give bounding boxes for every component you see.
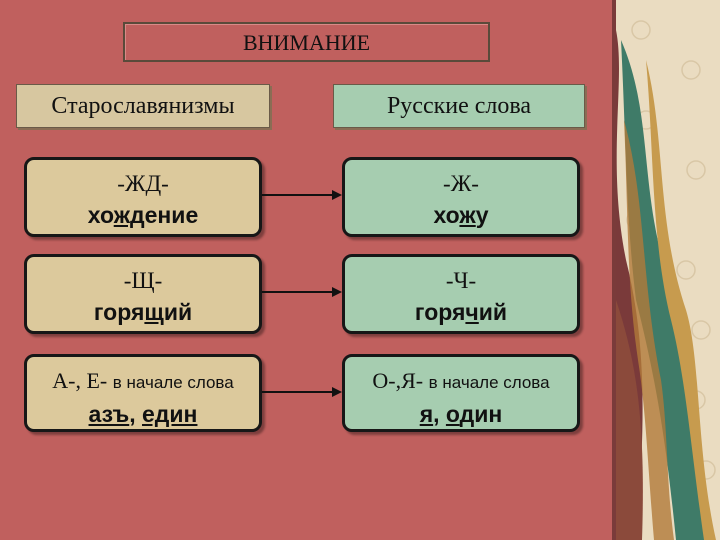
decorative-panel xyxy=(616,0,720,540)
header-russian-words: Русские слова xyxy=(333,84,585,128)
arrow-row-1 xyxy=(262,188,344,202)
highlighted-letters: ж xyxy=(459,202,475,228)
word-part: у xyxy=(476,202,489,228)
highlighted-letters: о xyxy=(446,401,460,427)
page-title: ВНИМАНИЕ xyxy=(123,22,490,62)
card-example: я, один xyxy=(345,401,577,427)
word-part: хо xyxy=(88,202,114,228)
separator: , xyxy=(129,401,142,427)
card-russian-zh: -Ж- хожу xyxy=(342,157,580,237)
header-old-slavonic: Старославянизмы xyxy=(16,84,270,128)
card-russian-ch: -Ч- горячий xyxy=(342,254,580,334)
card-old-slavonic-shch: -Щ- горящий xyxy=(24,254,262,334)
highlighted-letters: жд xyxy=(114,202,145,228)
card-rule: -Ч- xyxy=(345,257,577,293)
word-part: хо xyxy=(433,202,459,228)
highlighted-letters: ч xyxy=(465,299,478,325)
separator: , xyxy=(433,401,446,427)
card-old-slavonic-initial-vowels: А-, Е- в начале слова азъ, един xyxy=(24,354,262,432)
word-part: горя xyxy=(94,299,145,325)
word-part: дин xyxy=(460,401,503,427)
word-part: ий xyxy=(479,299,507,325)
arrow-row-3 xyxy=(262,385,344,399)
word-part: ий xyxy=(164,299,192,325)
card-example: горящий xyxy=(27,299,259,325)
card-rule: О-,Я- в начале слова xyxy=(345,357,577,395)
card-russian-initial-vowels: О-,Я- в начале слова я, один xyxy=(342,354,580,432)
card-example: хождение xyxy=(27,202,259,228)
rule-note: в начале слова xyxy=(113,373,234,392)
card-rule: -Ж- xyxy=(345,160,577,196)
highlighted-letters: щ xyxy=(144,299,163,325)
card-example: горячий xyxy=(345,299,577,325)
decorative-pattern xyxy=(616,0,720,540)
rule-letters: А-, Е- xyxy=(52,368,107,393)
rule-note: в начале слова xyxy=(429,373,550,392)
word-part: горя xyxy=(415,299,466,325)
example-word: азъ xyxy=(89,401,130,427)
card-rule: А-, Е- в начале слова xyxy=(27,357,259,395)
rule-letters: О-,Я- xyxy=(372,368,423,393)
arrow-row-2 xyxy=(262,285,344,299)
card-old-slavonic-zhd: -ЖД- хождение xyxy=(24,157,262,237)
card-example: азъ, един xyxy=(27,401,259,427)
example-word: я xyxy=(420,401,433,427)
card-example: хожу xyxy=(345,202,577,228)
card-rule: -Щ- xyxy=(27,257,259,293)
card-rule: -ЖД- xyxy=(27,160,259,196)
example-word: един xyxy=(142,401,197,427)
word-part: ение xyxy=(145,202,199,228)
